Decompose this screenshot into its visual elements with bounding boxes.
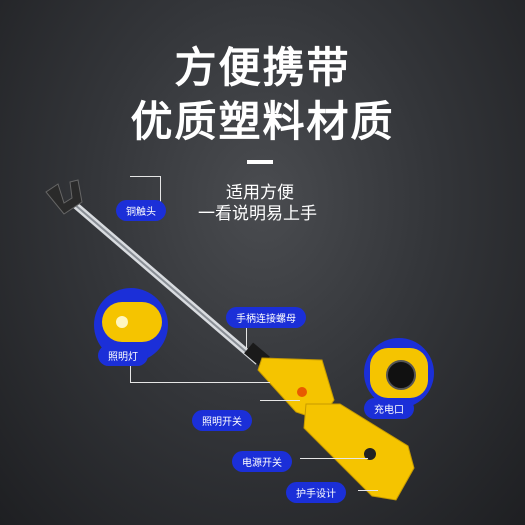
tool-shaft-highlight — [73, 203, 259, 363]
label-light-switch: 照明开关 — [192, 410, 252, 431]
handle-grip — [303, 403, 415, 501]
charge-port-icon — [386, 360, 416, 390]
label-charge-port: 充电口 — [364, 398, 414, 419]
label-handle-nut: 手柄连接螺母 — [226, 307, 306, 328]
divider — [247, 160, 273, 164]
label-power-switch: 电源开关 — [232, 451, 292, 472]
subtitle-line1: 适用方便 — [226, 183, 294, 203]
power-switch-dot — [364, 448, 376, 460]
copper-head-shape — [45, 179, 83, 215]
headline-line1: 方便携带 — [174, 43, 351, 92]
label-copper-head: 铜触头 — [116, 200, 166, 221]
label-light: 照明灯 — [98, 345, 148, 366]
charge-closeup-circle — [364, 338, 434, 408]
label-hand-guard: 护手设计 — [286, 482, 346, 503]
subtitle-line2: 一看说明易上手 — [198, 204, 317, 224]
light-bulb-icon — [116, 316, 128, 328]
light-closeup-body — [102, 302, 162, 342]
headline-line2: 优质塑料材质 — [130, 97, 395, 146]
light-switch-dot — [297, 387, 307, 397]
